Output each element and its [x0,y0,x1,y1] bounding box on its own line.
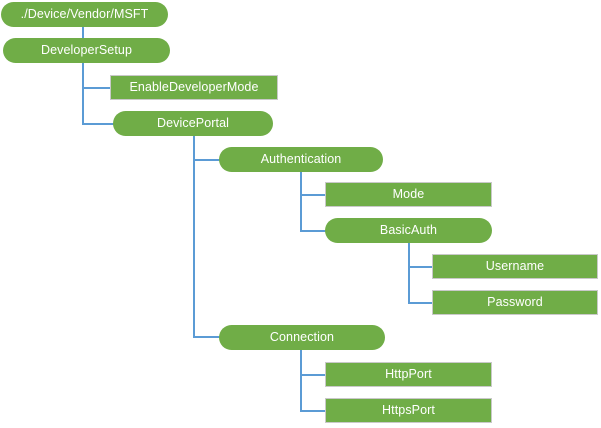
seg-to-devportal [82,123,114,125]
tree-node-label: Connection [269,330,335,345]
seg-to-connection [193,336,220,338]
seg-to-auth [193,159,220,161]
tree-node-label: BasicAuth [379,223,438,238]
tree-node-connection[interactable]: Connection [219,325,385,350]
tree-node-label: EnableDeveloperMode [129,80,259,95]
seg-to-mode [300,194,326,196]
seg-to-httpport [300,374,326,376]
seg-to-enabledev [82,87,111,89]
tree-node-httpport[interactable]: HttpPort [325,362,492,387]
seg-devportal-trunk [193,135,195,338]
tree-node-label: Username [485,259,545,274]
seg-to-httpsport [300,410,326,412]
tree-node-password[interactable]: Password [432,290,598,315]
tree-node-root[interactable]: ./Device/Vendor/MSFT [1,2,168,27]
tree-node-label: Authentication [260,152,342,167]
tree-node-label: HttpsPort [382,403,435,418]
seg-root-down [82,26,84,39]
tree-node-label: HttpPort [385,367,432,382]
seg-auth-trunk [300,171,302,232]
tree-node-auth[interactable]: Authentication [219,147,383,172]
tree-node-label: Password [487,295,543,310]
tree-node-httpsport[interactable]: HttpsPort [325,398,492,423]
tree-node-label: Mode [392,187,425,202]
seg-to-password [408,302,433,304]
tree-node-enabledev[interactable]: EnableDeveloperMode [110,75,278,100]
tree-node-devportal[interactable]: DevicePortal [113,111,273,136]
seg-to-username [408,266,433,268]
seg-devsetup-trunk [82,62,84,125]
tree-node-devsetup[interactable]: DeveloperSetup [3,38,170,63]
tree-node-mode[interactable]: Mode [325,182,492,207]
seg-to-basicauth [300,230,326,232]
tree-node-label: ./Device/Vendor/MSFT [20,7,149,22]
seg-conn-trunk [300,349,302,411]
tree-node-label: DevicePortal [156,116,230,131]
tree-node-username[interactable]: Username [432,254,598,279]
tree-node-label: DeveloperSetup [40,43,133,58]
seg-basicauth-trunk [408,242,410,303]
tree-node-basicauth[interactable]: BasicAuth [325,218,492,243]
